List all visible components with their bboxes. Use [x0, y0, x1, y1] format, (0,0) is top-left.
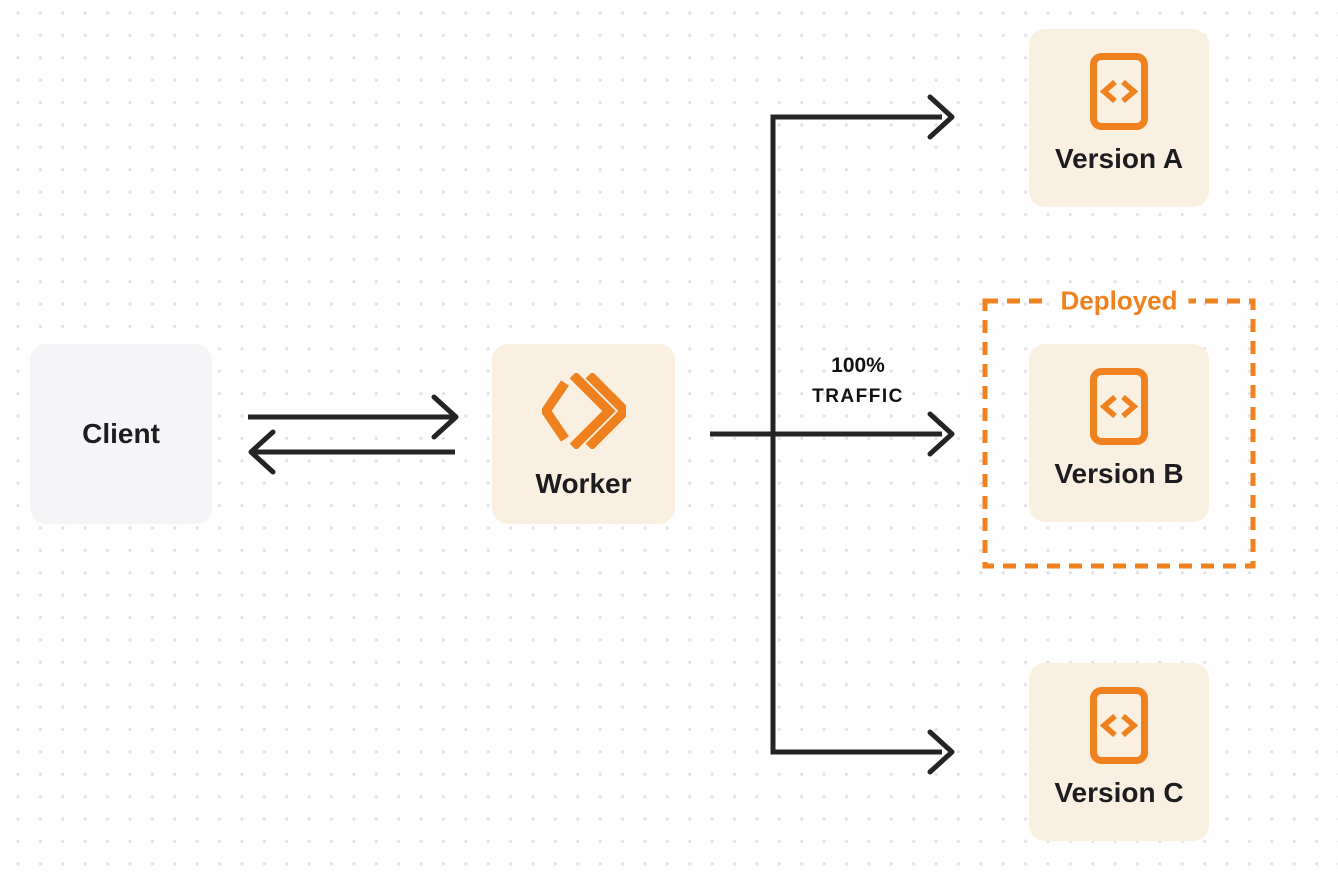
traffic-label: 100% TRAFFIC	[791, 351, 925, 413]
node-version-a: Version A	[1029, 29, 1209, 207]
traffic-word: TRAFFIC	[812, 386, 904, 407]
traffic-percent: 100%	[831, 354, 885, 377]
version-a-label: Version A	[1054, 143, 1184, 174]
worker-label: Worker	[535, 468, 632, 499]
deployed-group-label: Deployed	[1049, 285, 1189, 317]
node-client: Client	[30, 344, 212, 524]
node-worker: Worker	[492, 344, 675, 524]
node-version-b: Version B	[1029, 344, 1209, 522]
cloudflare-workers-logo-icon	[541, 373, 626, 449]
arrowhead-version-a-icon	[927, 94, 955, 140]
version-c-label: Version C	[1054, 777, 1184, 808]
arrowhead-worker-to-client-icon	[248, 429, 276, 475]
arrow-branch-trunk	[770, 114, 942, 755]
client-label: Client	[82, 418, 160, 449]
arrowhead-client-to-worker-icon	[431, 394, 459, 440]
code-file-icon	[1090, 53, 1148, 130]
arrowhead-version-c-icon	[927, 729, 955, 775]
node-version-c: Version C	[1029, 663, 1209, 841]
version-b-label: Version B	[1054, 458, 1184, 489]
code-file-icon	[1090, 368, 1148, 445]
arrowhead-version-b-icon	[927, 411, 955, 457]
code-file-icon	[1090, 687, 1148, 764]
